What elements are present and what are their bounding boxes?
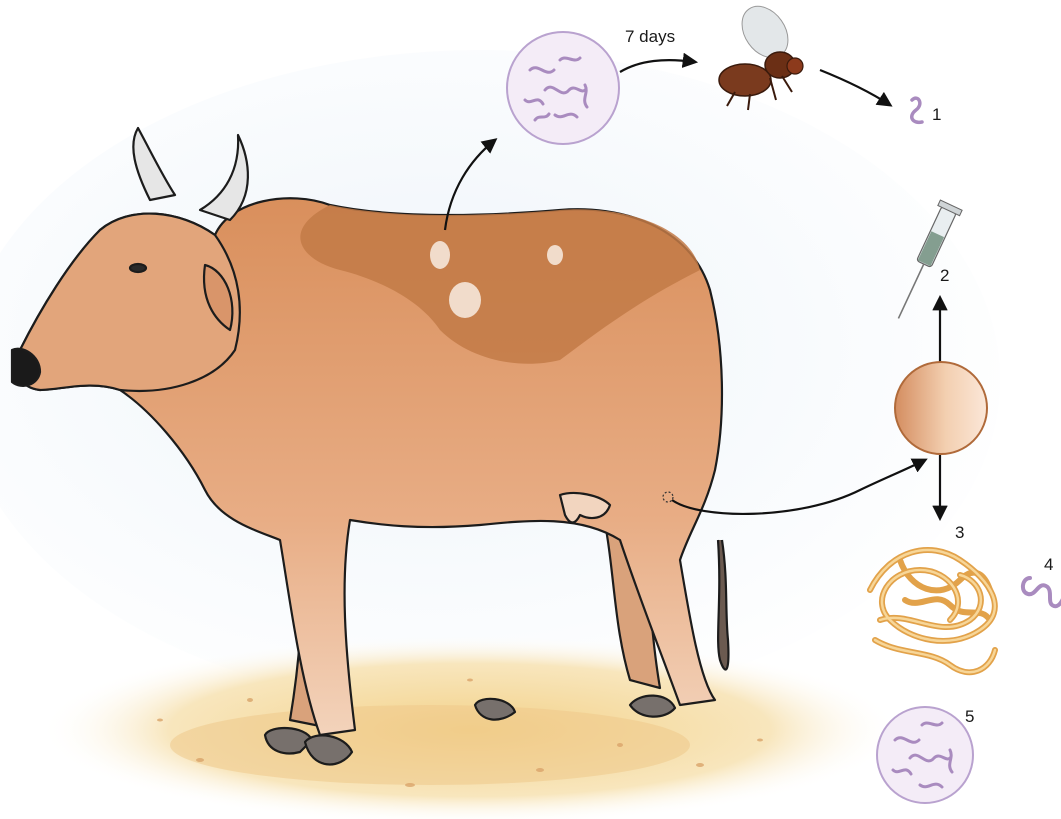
microfilariae-blood-circle xyxy=(507,32,619,144)
larva-icon xyxy=(912,98,922,122)
microfilariae-circle-icon xyxy=(877,707,973,803)
step-5-label: 5 xyxy=(965,707,974,726)
step-4-single-worm: 4 xyxy=(1023,555,1061,606)
interval-label: 7 days xyxy=(625,27,675,46)
cow-spot-2 xyxy=(449,282,481,318)
worm-tangle-icon xyxy=(870,550,995,672)
arrow-fly-to-larva xyxy=(820,70,890,105)
cow-spot-1 xyxy=(430,241,450,269)
step-1-larva: 1 xyxy=(912,98,942,124)
step-2-label: 2 xyxy=(940,266,949,285)
single-worm-icon xyxy=(1023,578,1061,606)
step-4-label: 4 xyxy=(1044,555,1053,574)
nodule-circle xyxy=(895,362,987,454)
fly-vector-icon xyxy=(719,0,803,110)
step-5-microfilariae: 5 xyxy=(877,707,974,803)
ground xyxy=(40,635,900,819)
cow-eye xyxy=(130,264,146,272)
cow-spot-3 xyxy=(547,245,563,265)
step-1-label: 1 xyxy=(932,105,941,124)
step-3-label: 3 xyxy=(955,523,964,542)
